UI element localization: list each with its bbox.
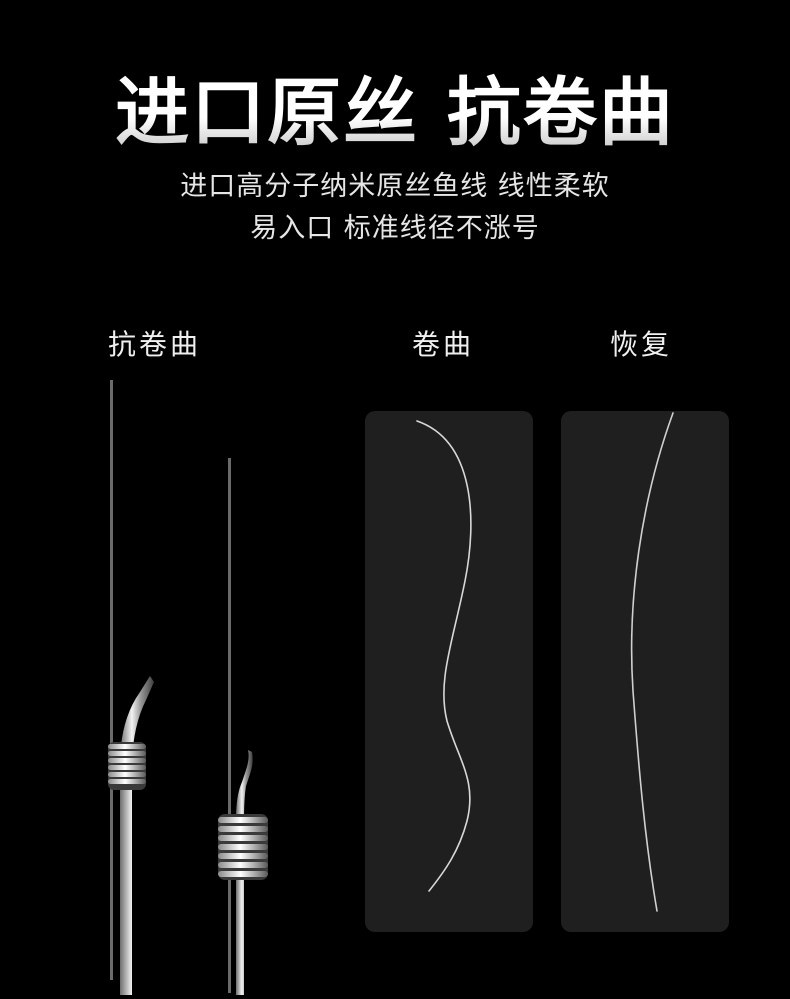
- curled-line-svg: [416, 420, 472, 892]
- right-fishing-line: [228, 458, 231, 993]
- subtitle-line-1: 进口高分子纳米原丝鱼线 线性柔软: [180, 171, 610, 202]
- right-hook-shank: [236, 750, 253, 995]
- fishing-hooks-illustration: [80, 370, 310, 999]
- left-hook: [108, 380, 154, 995]
- left-fishing-line: [110, 380, 113, 980]
- right-hook: [218, 458, 268, 995]
- label-recover: 恢复: [610, 328, 673, 361]
- headline: 进口原丝 抗卷曲: [0, 68, 790, 158]
- subtitle-line-2: 易入口 标准线径不涨号: [250, 213, 540, 244]
- hooks-svg: [108, 380, 268, 995]
- label-curl: 卷曲: [412, 328, 475, 361]
- right-line-wrap: [218, 814, 268, 880]
- curl-card: [365, 411, 533, 932]
- left-hook-shank: [120, 676, 154, 995]
- recover-card: [561, 411, 729, 932]
- recovered-fishing-line: [630, 412, 674, 912]
- left-line-wrap: [108, 742, 146, 790]
- curled-fishing-line: [416, 420, 472, 892]
- label-anti-curl: 抗卷曲: [108, 328, 202, 361]
- recovered-line-svg: [630, 412, 674, 912]
